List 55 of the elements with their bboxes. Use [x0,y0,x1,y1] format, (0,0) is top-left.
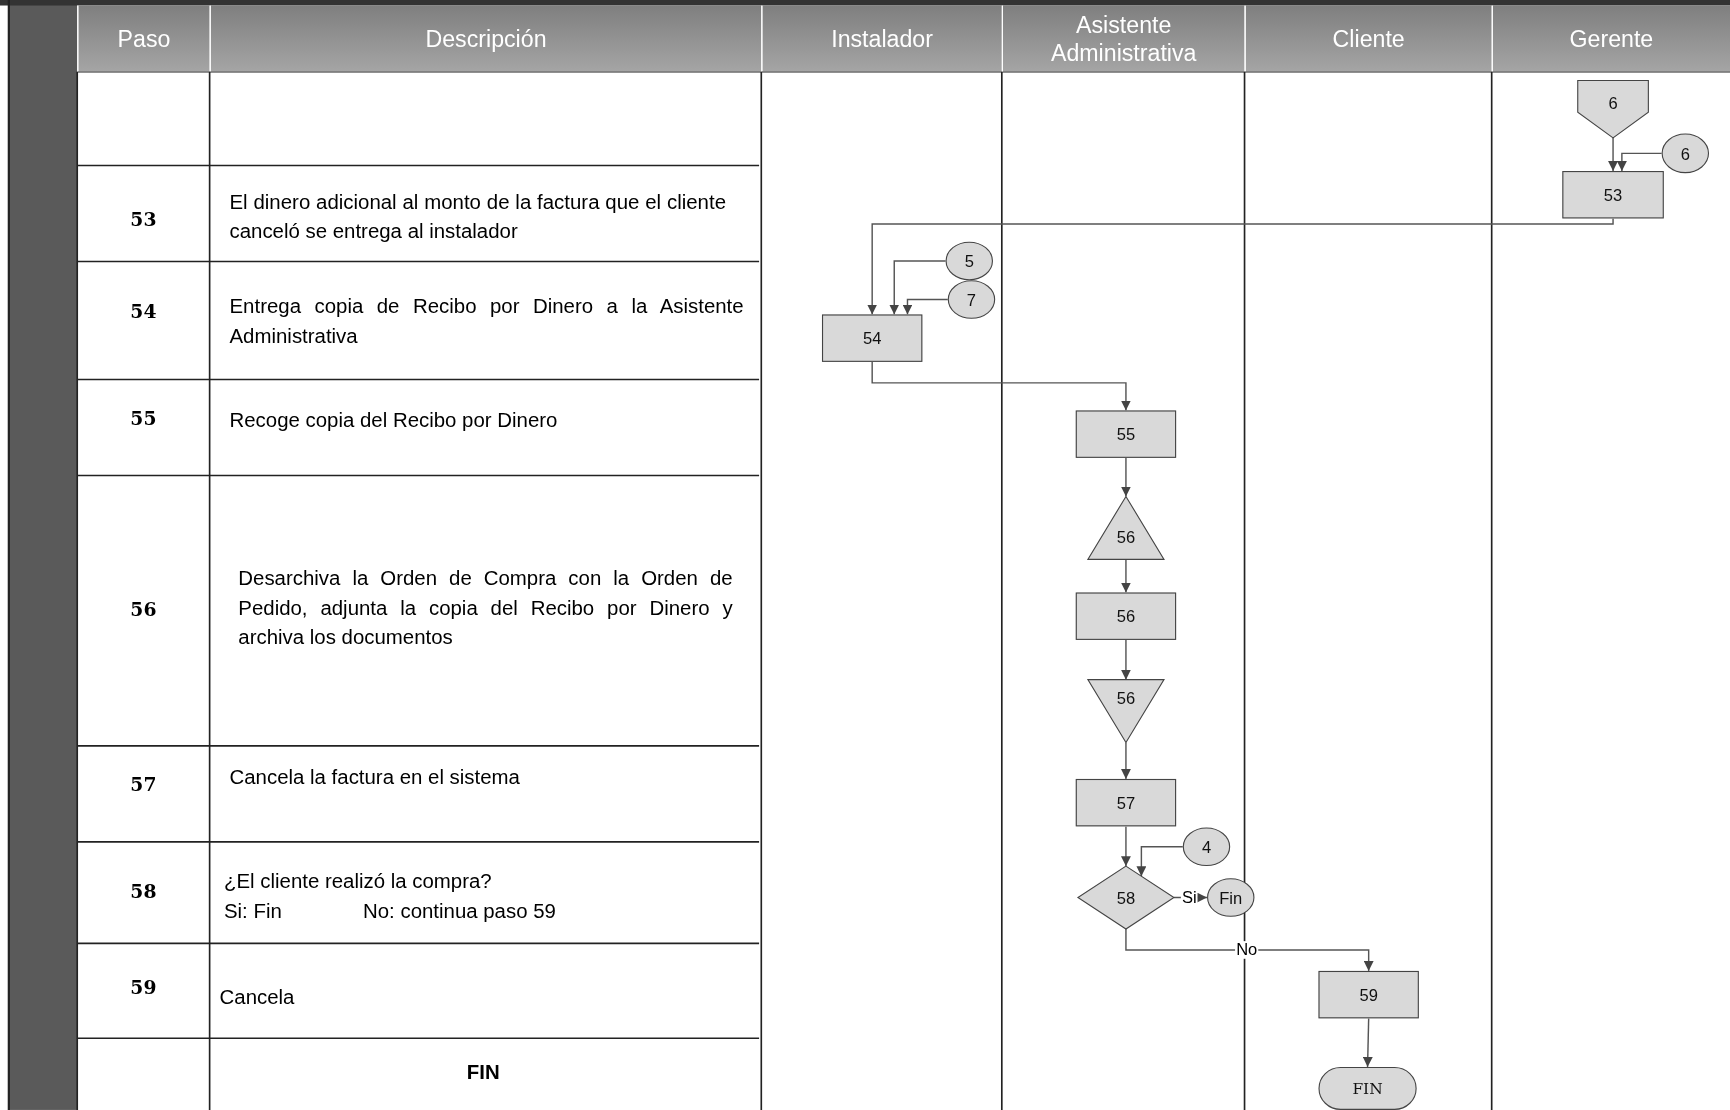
arrow [902,298,949,316]
terminator-pill: FIN [1318,1066,1417,1110]
connector-circle: 6 [1661,133,1710,174]
arrow [889,260,947,316]
step-number: 57 [129,772,158,798]
decision-diamond: 58 [1077,866,1174,929]
arrow [1120,558,1131,594]
step-description: Entrega copia de Recibo por Dinero a la Asistente Administrativa [229,293,744,350]
process-box: 59 [1318,970,1419,1019]
process-box: 56 [1075,592,1177,640]
step-description: Si: Fin [223,898,282,925]
end-text: FIN [465,1059,501,1086]
process-box: 57 [1075,778,1177,827]
arrow [871,361,1131,412]
arrow [1120,741,1131,780]
step-number: 53 [129,207,158,233]
step-number: 54 [129,299,158,325]
step-description: Recoge copia del Recibo por Dinero [229,407,558,434]
column-header: Gerente [1491,5,1730,72]
step-number: 58 [129,879,158,905]
arrow [867,217,1614,316]
process-box: 55 [1075,410,1177,458]
arrow [1120,457,1131,498]
edge-label: Si [1180,888,1198,906]
arrow [1125,928,1374,972]
step-number: 59 [129,975,158,1001]
column-header: Asistente Administrativa [1001,5,1245,72]
connector-circle: Fin [1207,878,1255,917]
arrow [1120,639,1131,681]
step-description: Desarchiva la Orden de Compra con la Orden de Pedido, adjunta la copia del Recibo por Dinero y archiva los documentos [238,565,733,651]
arrow [1362,1017,1373,1068]
offpage-connector: 6 [1577,80,1649,138]
connector-circle: 4 [1182,827,1231,867]
connector-circle: 5 [945,241,993,281]
extract-triangle: 56 [1087,496,1164,560]
step-description: No: continua paso 59 [363,898,556,925]
column-header: Descripción [209,5,762,72]
connector-circle: 7 [947,280,996,319]
step-number: 55 [129,406,158,432]
process-box: 53 [1562,171,1664,219]
column-header: Cliente [1244,5,1492,72]
arrow [1608,137,1618,172]
arrow [1616,152,1663,172]
step-description: ¿El cliente realizó la compra? [223,868,492,895]
arrow [1120,825,1131,867]
edge-label: No [1235,941,1259,959]
process-box: 54 [821,314,923,362]
step-number: 56 [129,597,158,623]
step-description: Cancela la factura en el sistema [229,764,520,791]
column-header: Instalador [761,5,1002,72]
step-description: El dinero adicional al monto de la factura que el cliente canceló se entrega al instalador [229,188,726,245]
column-header: Paso [77,5,210,72]
step-description: Cancela [219,984,295,1011]
archive-triangle: 56 [1087,679,1164,743]
arrow [1136,846,1184,877]
